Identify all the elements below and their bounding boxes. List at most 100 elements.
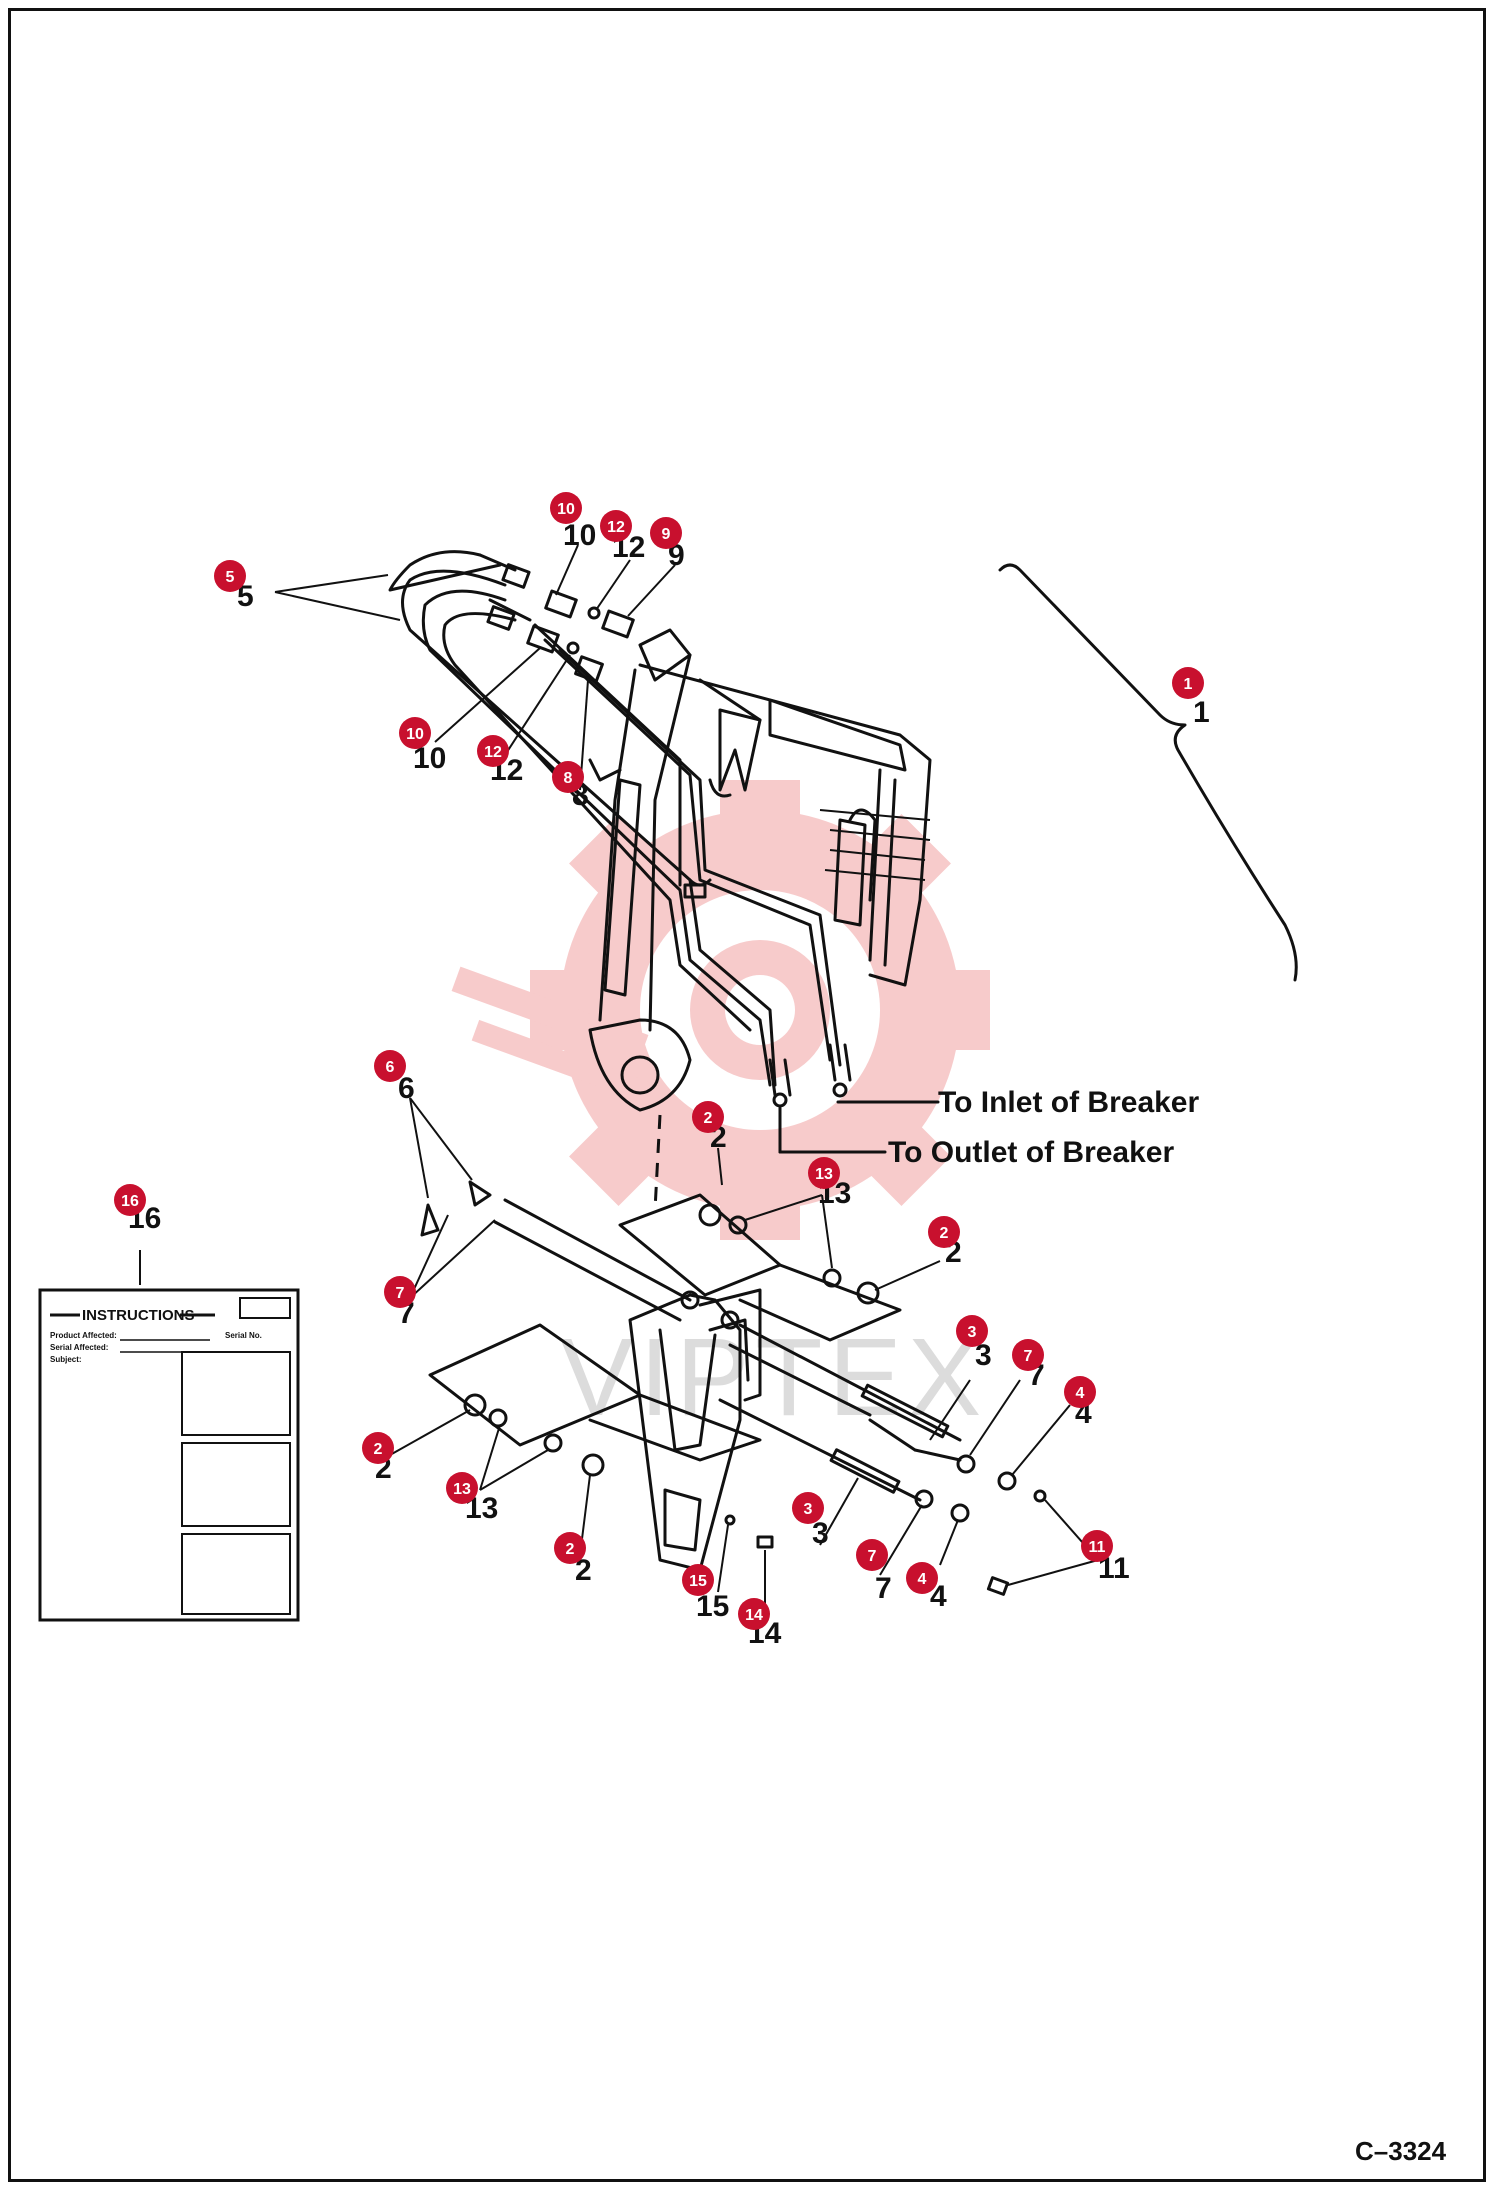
callout-1: 1	[1172, 667, 1204, 699]
fittings	[526, 589, 635, 782]
callout-number: 6	[386, 1059, 395, 1076]
callout-number: 9	[662, 526, 671, 543]
callout-number: 12	[607, 519, 625, 536]
callout-number: 8	[564, 770, 573, 787]
callout-circle	[374, 1050, 406, 1082]
callout-circle	[1172, 667, 1204, 699]
callout-2: 2	[928, 1216, 960, 1248]
callout-number: 2	[940, 1225, 949, 1242]
callout-12: 12	[477, 735, 509, 767]
callout-7: 7	[856, 1539, 888, 1571]
callout-number: 2	[566, 1541, 575, 1558]
svg-text:Serial Affected:: Serial Affected:	[50, 1343, 108, 1352]
callout-number: 14	[745, 1607, 763, 1624]
callout-number: 1	[1184, 676, 1193, 693]
svg-text:2: 2	[575, 1554, 592, 1587]
instructions-title: INSTRUCTIONS	[82, 1307, 195, 1324]
callout-16: 16	[114, 1184, 146, 1216]
callout-circle	[682, 1564, 714, 1596]
callout-2: 2	[362, 1432, 394, 1464]
diagram-code: C–3324	[1355, 2136, 1447, 2166]
callout-number: 10	[406, 726, 424, 743]
callout-15: 15	[682, 1564, 714, 1596]
callout-circle	[399, 717, 431, 749]
svg-text:Serial No.: Serial No.	[225, 1331, 262, 1340]
original-numbers: 5 10 12 9 10 12 8 6 2 13 16 2 7 3 7 4 2 …	[128, 519, 1130, 1650]
svg-text:10: 10	[563, 519, 596, 552]
callout-number: 3	[804, 1501, 813, 1518]
callout-number: 13	[453, 1481, 471, 1498]
callout-circle	[808, 1157, 840, 1189]
callout-circle	[906, 1562, 938, 1594]
callout-4: 4	[906, 1562, 938, 1594]
callout-circle	[446, 1472, 478, 1504]
callout-circle	[856, 1539, 888, 1571]
callout-2: 2	[692, 1101, 724, 1133]
svg-text:5: 5	[237, 580, 254, 613]
callout-circle	[1081, 1530, 1113, 1562]
callout-2: 2	[554, 1532, 586, 1564]
svg-text:Product Affected:: Product Affected:	[50, 1331, 117, 1340]
callout-11: 11	[1081, 1530, 1113, 1562]
callout-number: 4	[918, 1571, 927, 1588]
callout-5: 5	[214, 560, 246, 592]
page-border	[8, 8, 1486, 2182]
callout-circle	[477, 735, 509, 767]
outlet-label: To Outlet of Breaker	[888, 1136, 1174, 1169]
callout-circle	[214, 560, 246, 592]
callout-number: 2	[704, 1110, 713, 1127]
callout-4: 4	[1064, 1376, 1096, 1408]
callout-number: 15	[689, 1573, 707, 1590]
leader-lines	[274, 544, 676, 791]
callout-number: 7	[1024, 1348, 1033, 1365]
callout-10: 10	[550, 492, 582, 524]
callout-number: 7	[868, 1548, 877, 1565]
callout-14: 14	[738, 1598, 770, 1630]
callout-circle	[738, 1598, 770, 1630]
callout-3: 3	[956, 1315, 988, 1347]
callout-circle	[554, 1532, 586, 1564]
callout-circle	[956, 1315, 988, 1347]
callout-number: 7	[396, 1285, 405, 1302]
callout-6: 6	[374, 1050, 406, 1082]
callout-number: 10	[557, 501, 575, 518]
callout-9: 9	[650, 517, 682, 549]
callout-circle	[692, 1101, 724, 1133]
callout-8: 8	[552, 761, 584, 793]
callout-number: 2	[374, 1441, 383, 1458]
callout-number: 11	[1089, 1539, 1106, 1556]
callout-10: 10	[399, 717, 431, 749]
callout-number: 13	[815, 1166, 833, 1183]
callout-circle	[792, 1492, 824, 1524]
svg-text:3: 3	[975, 1339, 992, 1372]
mounting-bracket	[420, 1114, 1047, 1596]
callout-12: 12	[600, 510, 632, 542]
callout-number: 4	[1076, 1385, 1085, 1402]
svg-text:6: 6	[398, 1072, 415, 1105]
item-1-bracket	[998, 563, 1298, 982]
callout-circle	[384, 1276, 416, 1308]
callout-circle	[552, 761, 584, 793]
callout-circle	[550, 492, 582, 524]
item-5-hoses	[388, 550, 852, 1108]
callout-circle	[650, 517, 682, 549]
callout-7: 7	[384, 1276, 416, 1308]
svg-text:Subject:: Subject:	[50, 1355, 82, 1364]
callout-number: 3	[968, 1324, 977, 1341]
callout-circle	[1012, 1339, 1044, 1371]
callout-circle	[600, 510, 632, 542]
callout-7: 7	[1012, 1339, 1044, 1371]
callout-13: 13	[808, 1157, 840, 1189]
callout-number: 5	[226, 569, 235, 586]
watermark-text: VIPTEX	[560, 1316, 987, 1439]
svg-text:3: 3	[812, 1517, 829, 1550]
callout-number: 16	[121, 1193, 139, 1210]
callout-13: 13	[446, 1472, 478, 1504]
callout-3: 3	[792, 1492, 824, 1524]
callout-number: 12	[484, 744, 502, 761]
svg-text:7: 7	[875, 1572, 892, 1605]
inlet-label: To Inlet of Breaker	[938, 1086, 1199, 1119]
instructions-card: INSTRUCTIONS Product Affected: Serial Af…	[38, 1288, 300, 1622]
callout-circle	[114, 1184, 146, 1216]
